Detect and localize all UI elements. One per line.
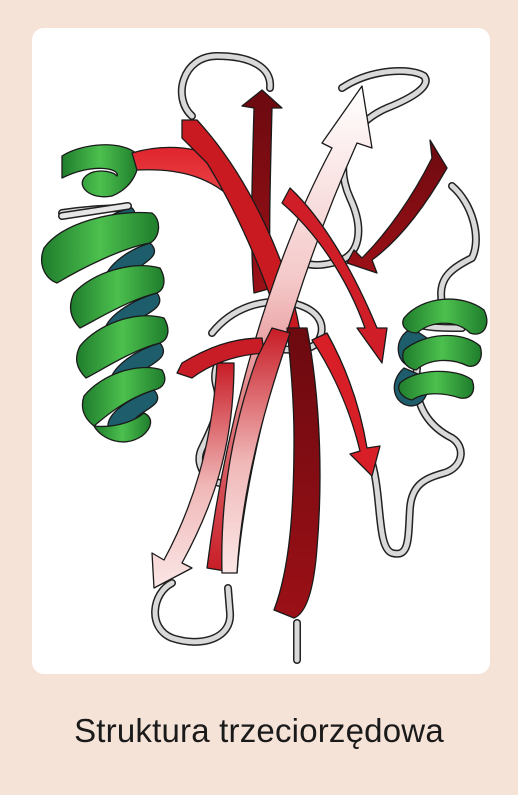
alpha-helix-left bbox=[42, 145, 168, 442]
alpha-helix-right bbox=[394, 299, 487, 406]
protein-ribbon-diagram bbox=[32, 28, 490, 674]
protein-diagram-panel bbox=[32, 28, 490, 674]
diagram-caption: Struktura trzeciorzędowa bbox=[0, 712, 518, 750]
